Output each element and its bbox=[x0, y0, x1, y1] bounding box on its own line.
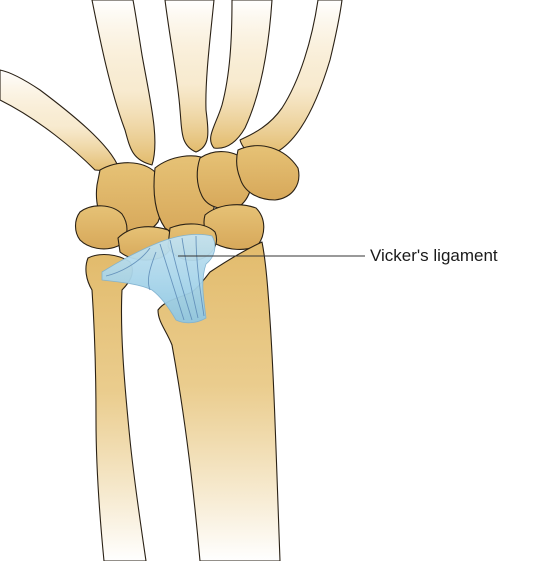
ulna-bone bbox=[85, 253, 147, 561]
carpal-bones bbox=[74, 145, 300, 261]
vickers-ligament-label: Vicker's ligament bbox=[370, 246, 498, 265]
scaphoid-bone bbox=[74, 205, 128, 250]
metacarpal-bones bbox=[0, 0, 343, 173]
hook-bone bbox=[236, 145, 300, 201]
